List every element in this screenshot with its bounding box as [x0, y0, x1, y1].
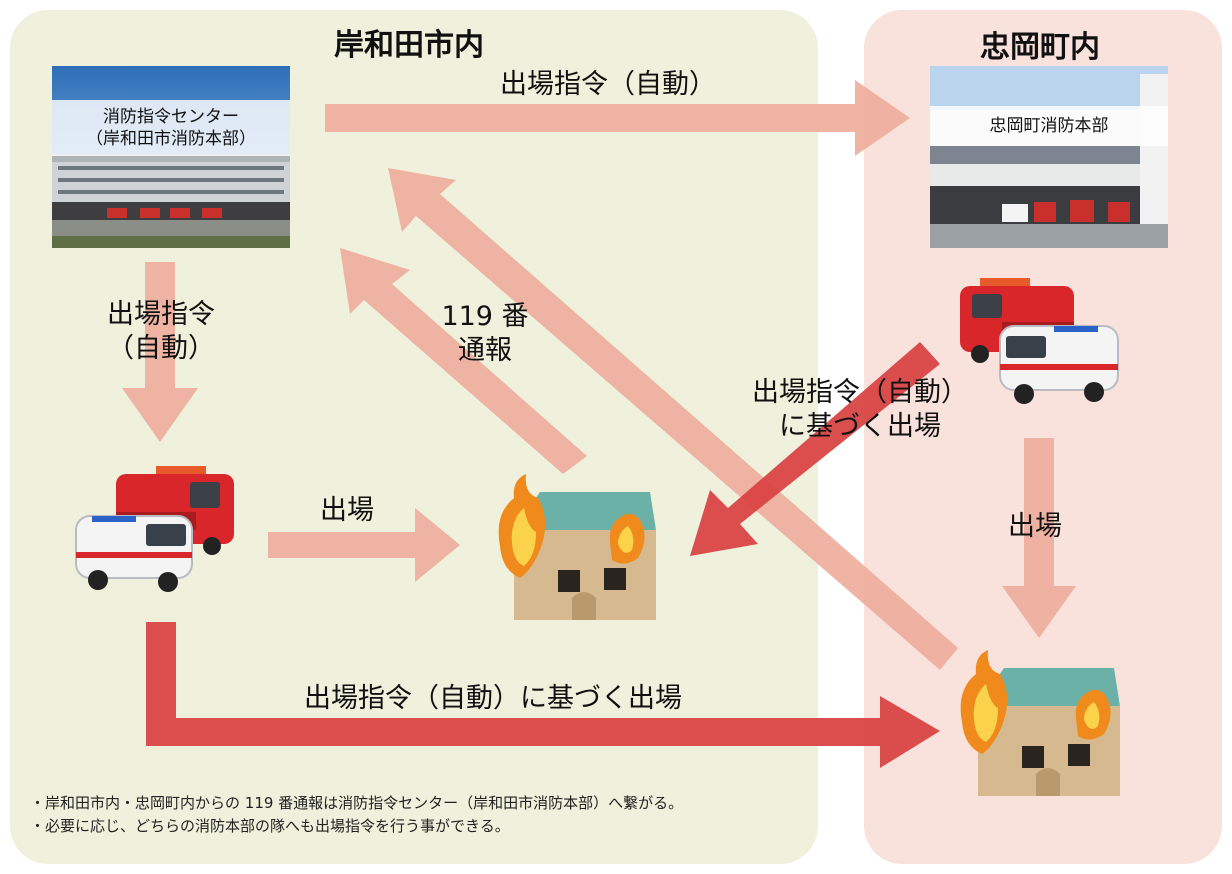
arrow-dispatch-to-house — [268, 508, 460, 582]
kishiwada-region-title: 岸和田市内 — [334, 28, 484, 63]
label-dispatch-left: 出場 — [320, 495, 374, 526]
label-auto-response-line1: 出場指令（自動） — [752, 377, 968, 408]
ambulance-icon — [999, 325, 1119, 404]
arrow-auto-response — [690, 342, 940, 556]
burning-house-kishiwada — [498, 474, 656, 620]
burning-house-tadaoka — [960, 650, 1120, 796]
kishiwada-hq-subname: （岸和田市消防本部） — [86, 129, 256, 149]
kishiwada-hq-name: 消防指令センター — [103, 107, 239, 127]
kishiwada-hq-caption: 消防指令センター （岸和田市消防本部） — [52, 100, 290, 156]
label-left-dispatch: 出場指令 （自動） — [92, 298, 230, 366]
ambulance-icon — [75, 515, 193, 592]
label-119-call-line2: 通報 — [458, 335, 512, 366]
note-line-1: ・岸和田市内・忠岡町内からの 119 番通報は消防指令センター（岸和田市消防本部… — [30, 794, 684, 812]
fire-icon — [498, 474, 645, 578]
label-119-call-line1: 119 番 — [441, 301, 529, 332]
tadaoka-hq-caption: 忠岡町消防本部 — [930, 106, 1168, 146]
tadaoka-region-title: 忠岡町内 — [980, 30, 1100, 65]
note-line-2: ・必要に応じ、どちらの消防本部の隊へも出場指令を行う事ができる。 — [30, 817, 510, 835]
arrow-left-dispatch — [122, 262, 198, 442]
tadaoka-hq-photo: 忠岡町消防本部 — [930, 66, 1168, 248]
arrow-tadaoka-dispatch — [1002, 438, 1076, 638]
label-119-call: 119 番 通報 — [430, 300, 540, 368]
tadaoka-vehicles-image — [960, 278, 1119, 404]
arrow-top-dispatch — [325, 80, 910, 156]
label-auto-response: 出場指令（自動） に基づく出場 — [748, 376, 972, 444]
kishiwada-hq-photo: 消防指令センター （岸和田市消防本部） — [52, 66, 290, 248]
arrow-119-call-left — [340, 248, 587, 474]
fire-icon — [960, 650, 1111, 754]
label-left-dispatch-line1: 出場指令 — [107, 299, 215, 330]
label-top-dispatch: 出場指令（自動） — [500, 69, 716, 100]
label-dispatch-right: 出場 — [1008, 511, 1062, 542]
arrow-119-call-right — [388, 168, 958, 670]
label-left-dispatch-line2: （自動） — [107, 333, 215, 364]
kishiwada-vehicles-image — [75, 466, 234, 592]
arrow-bottom-response — [146, 622, 940, 768]
label-bottom-response: 出場指令（自動）に基づく出場 — [304, 683, 682, 714]
label-auto-response-line2: に基づく出場 — [779, 411, 941, 442]
